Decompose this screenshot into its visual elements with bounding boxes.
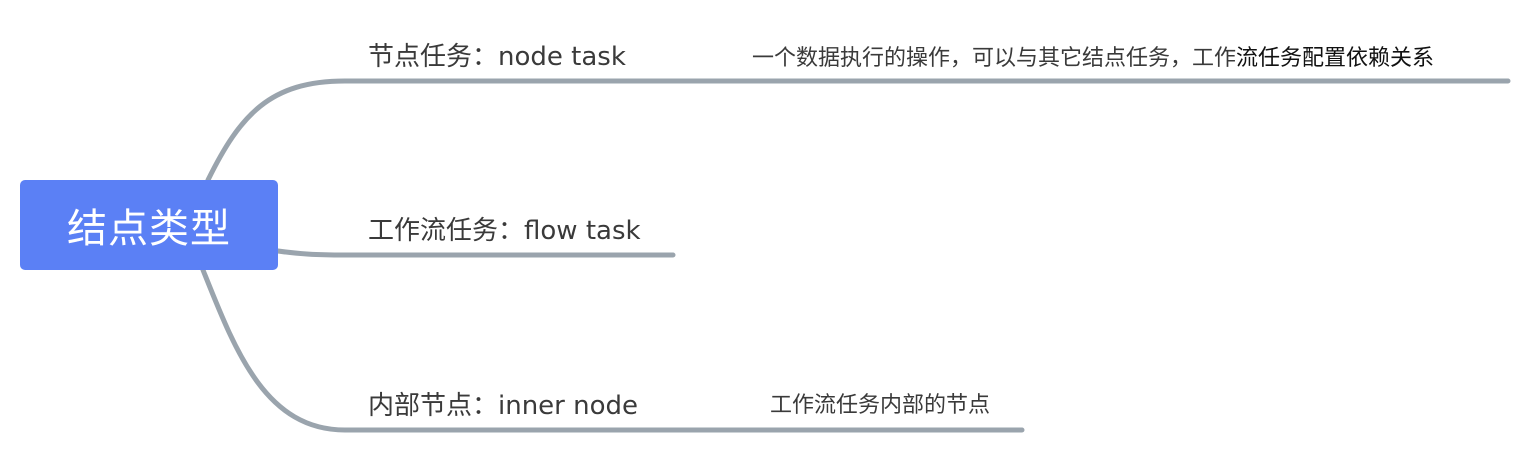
branch-inner-node-label[interactable]: 内部节点：inner node — [368, 391, 639, 421]
branch-node-task-note: 一个数据执行的操作，可以与其它结点任务，工作流任务配置依赖关系 — [752, 40, 1434, 72]
branch-node-task-label[interactable]: 节点任务：node task — [368, 42, 626, 72]
connector-to-inner-node — [200, 267, 1025, 433]
root-node-label: 结点类型 — [67, 206, 231, 252]
connector-to-node-task — [205, 78, 1511, 183]
branch-flow-task-label[interactable]: 工作流任务：flow task — [368, 216, 641, 246]
branch-inner-node-note: 工作流任务内部的节点 — [770, 393, 991, 418]
root-node-node-types[interactable]: 结点类型 — [20, 180, 278, 270]
connector-to-flow-task — [275, 248, 676, 258]
branch-node-task-note-part1: 一个数据执行的操作，可以与其它结点任务，工作 — [752, 46, 1237, 71]
branch-node-task-note-part2: 流任务配置依赖关系 — [1236, 46, 1435, 71]
